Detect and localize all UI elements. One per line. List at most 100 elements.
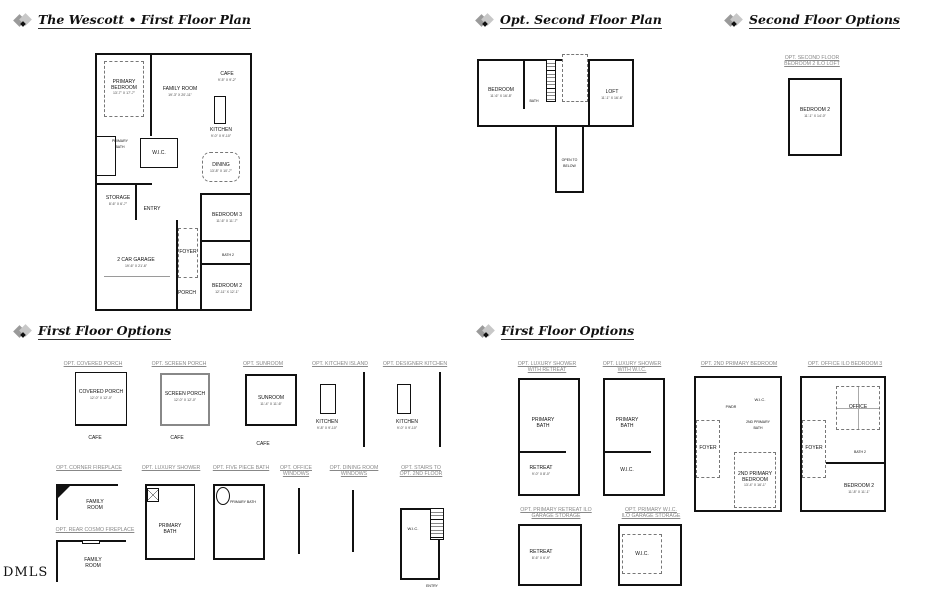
kitchen-island xyxy=(214,96,226,124)
option-caption: OPT. KITCHEN ISLAND xyxy=(312,361,368,367)
room-label: PRIMARY BATH xyxy=(531,417,555,429)
open-to-below xyxy=(555,126,584,193)
section-heading-first-floor-options-right: First Floor Options xyxy=(476,323,635,340)
primary-bath xyxy=(96,136,116,176)
room-label: FOYER xyxy=(699,445,717,451)
room-label: OFFICE xyxy=(848,404,868,410)
option-caption: OPT. FIVE PIECE BATH xyxy=(212,465,270,471)
option-caption: OPT. STAIRS TO OPT. 2ND FLOOR xyxy=(399,465,443,477)
option-caption: OPT. REAR COSMO FIREPLACE xyxy=(55,527,135,533)
room-label: BEDROOM 311'-6" x 11'-7" xyxy=(211,212,242,223)
room-label: FAMILY ROOM xyxy=(84,557,102,569)
room-label: BEDROOM 211'-1" x 14'-0" xyxy=(799,107,830,118)
section-title: Opt. Second Floor Plan xyxy=(500,12,662,29)
luxury-shower-wic xyxy=(603,378,665,496)
section-heading-first-floor-plan: The Wescott • First Floor Plan xyxy=(13,12,251,29)
screen-porch xyxy=(160,373,210,426)
option-caption: OPT. PRIMARY RETREAT ILO GARAGE STORAGE xyxy=(520,507,592,519)
room-label: PRIMARY BATH xyxy=(615,417,639,429)
room-label: FOYER xyxy=(179,249,197,255)
wic xyxy=(622,534,662,574)
diamond-logo-icon xyxy=(476,323,497,339)
room-label: W.I.C. xyxy=(754,397,766,402)
option-caption: OPT. CORNER FIREPLACE xyxy=(56,465,122,471)
section-title: First Floor Options xyxy=(38,323,172,340)
room-label: W.I.C. xyxy=(635,551,649,557)
foyer xyxy=(178,228,198,278)
section-title: The Wescott • First Floor Plan xyxy=(38,12,251,29)
option-caption: OPT. SUNROOM xyxy=(242,361,284,367)
staircase xyxy=(430,508,444,540)
shower-icon xyxy=(147,488,159,502)
section-heading-first-floor-options-left: First Floor Options xyxy=(13,323,172,340)
option-caption: OPT. OFFICE WINDOWS xyxy=(280,465,312,477)
2nd-primary-bedroom xyxy=(734,452,776,508)
option-caption: OPT. SECOND FLOOR BEDROOM 2 ILO LOFT xyxy=(784,55,840,67)
foyer xyxy=(696,420,720,478)
room-label: FAMILY ROOM xyxy=(86,499,104,511)
room-label: BEDROOM 212'-11" x 12'-1" xyxy=(211,283,242,294)
room-label: CAFE xyxy=(88,435,102,441)
covered-porch xyxy=(75,372,127,426)
option-caption: OPT. COVERED PORCH xyxy=(63,361,123,367)
room-label: BATH 2 xyxy=(222,253,234,257)
option-caption: OPT. LUXURY SHOWER WITH RETREAT xyxy=(517,361,577,373)
primary-bedroom xyxy=(104,61,144,117)
wic xyxy=(140,138,178,168)
section-title: Second Floor Options xyxy=(749,12,900,29)
room-label: BATH xyxy=(529,99,539,103)
room-label: BATH 2 xyxy=(854,450,866,454)
diamond-logo-icon xyxy=(13,323,34,339)
option-caption: OPT. OFFICE ILO BEDROOM 3 xyxy=(807,361,883,367)
dining xyxy=(202,152,240,182)
room-label: PORCH xyxy=(177,290,197,296)
section-heading-second-floor-options: Second Floor Options xyxy=(724,12,900,29)
room-label: CAFE xyxy=(170,435,184,441)
room-label: ENTRY xyxy=(143,206,161,212)
kitchen-island xyxy=(397,384,411,414)
room-label: PRIMARY BATH xyxy=(230,500,256,504)
bedroom-2-option xyxy=(788,78,842,156)
room-label: PRIMARY BATH xyxy=(112,139,128,149)
section-heading-opt-second-floor: Opt. Second Floor Plan xyxy=(475,12,662,29)
option-caption: OPT. DINING ROOM WINDOWS xyxy=(329,465,379,477)
diamond-logo-icon xyxy=(724,12,745,28)
room-label: W.I.C. xyxy=(620,467,634,473)
room-label: FOYER xyxy=(805,445,823,451)
diamond-logo-icon xyxy=(13,12,34,28)
foyer xyxy=(802,420,826,478)
room-label: PRIMARY BATH xyxy=(158,523,182,535)
option-caption: OPT. LUXURY SHOWER xyxy=(141,465,201,471)
fireplace-icon xyxy=(82,540,100,544)
watermark: DMLS xyxy=(3,565,49,580)
office xyxy=(836,386,880,430)
section-title: First Floor Options xyxy=(501,323,635,340)
room-label: OPEN TO BELOW xyxy=(561,158,578,168)
sunroom xyxy=(245,374,297,426)
option-caption: OPT. DESIGNER KITCHEN xyxy=(382,361,448,367)
room-label: CAFE xyxy=(256,441,270,447)
room-label: 2ND PRIMARY BATH xyxy=(746,420,770,430)
luxury-shower-retreat xyxy=(518,378,580,496)
room-label: ENTRY xyxy=(426,584,438,588)
option-caption: OPT. SCREEN PORCH xyxy=(151,361,207,367)
room-label: W.I.C. xyxy=(407,526,419,531)
plan-outline xyxy=(95,53,252,311)
staircase xyxy=(546,59,556,102)
opt-platform xyxy=(562,54,588,102)
